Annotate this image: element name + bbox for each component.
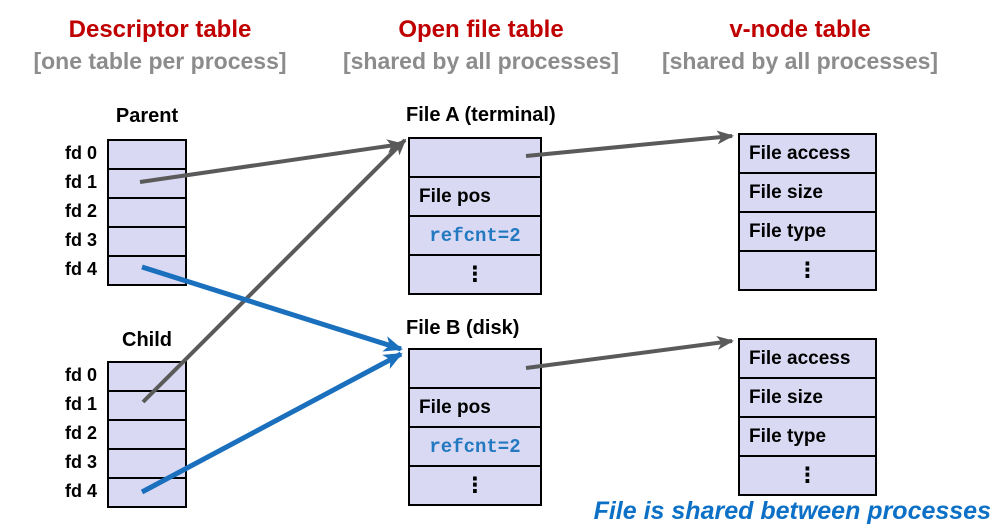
child-fd0-label: fd 0 [64,365,97,385]
parent-fd-labels: fd 0 fd 1 fd 2 fd 3 fd 4 [45,139,97,284]
parent-label: Parent [115,105,179,127]
file-a-label: File A (terminal) [406,104,556,126]
child-label: Child [122,329,172,351]
child-fd2-label: fd 2 [64,423,97,443]
parent-fd2-cell [109,197,185,226]
file-a-filepos-text: File pos [419,185,491,207]
child-fd4-label: fd 4 [64,481,97,501]
vnode-table-title: v-node table [729,16,871,43]
parent-fd3-cell [109,226,185,255]
vnode-b-access-cell: File access [740,340,875,377]
child-fd-labels: fd 0 fd 1 fd 2 fd 3 fd 4 [45,361,97,506]
vnode-a-type-cell: File type [740,211,875,250]
descriptor-table-subtitle: [one table per process] [33,48,287,74]
vnode-b-size-text: File size [749,386,823,408]
child-descriptor-table [107,361,187,508]
vnode-table-subtitle: [shared by all processes] [661,48,939,74]
file-b-refcnt-text: refcnt=2 [429,435,521,458]
vnode-a-ellipsis: ⋮ [797,259,818,282]
child-fd1-cell [109,390,185,419]
file-a-pointer-cell [410,139,540,176]
file-a-refcnt-cell: refcnt=2 [410,215,540,254]
file-b-pointer-cell [410,350,540,387]
vnode-b-size-cell: File size [740,377,875,416]
parent-fd2-label: fd 2 [64,201,97,221]
file-a-filepos-cell: File pos [410,176,540,215]
open-file-table-header: Open file table [shared by all processes… [331,14,631,76]
child-fd3-label: fd 3 [64,452,97,472]
parent-fd3-label: fd 3 [64,230,97,250]
parent-fd4-cell [109,255,185,284]
child-fd0-cell [109,363,185,390]
file-b-filepos-cell: File pos [410,387,540,426]
vnode-a-ellipsis-cell: ⋮ [740,250,875,289]
vnode-b-ellipsis: ⋮ [797,464,818,487]
vnode-a-access-cell: File access [740,135,875,172]
file-b-label: File B (disk) [406,317,520,339]
parent-fd0-cell [109,141,185,168]
file-a-refcnt-text: refcnt=2 [429,224,521,247]
vnode-a-table: File access File size File type ⋮ [738,133,877,291]
child-fd2-cell [109,419,185,448]
child-fd4-cell [109,477,185,506]
descriptor-table-title: Descriptor table [68,16,252,43]
file-a-ellipsis: ⋮ [464,263,486,286]
descriptor-table-header: Descriptor table [one table per process] [5,14,315,76]
vnode-table-header: v-node table [shared by all processes] [650,14,950,76]
file-b-refcnt-cell: refcnt=2 [410,426,540,465]
vnode-b-type-text: File type [749,425,827,447]
vnode-b-table: File access File size File type ⋮ [738,338,877,496]
arrow-file-b-to-vnode-b [525,336,734,370]
file-a-ellipsis-cell: ⋮ [410,254,540,293]
arrow-file-a-to-vnode-a [525,130,734,158]
vnode-a-size-cell: File size [740,172,875,211]
file-a-table: File pos refcnt=2 ⋮ [408,137,542,295]
parent-fd1-label: fd 1 [64,172,97,192]
child-fd1-label: fd 1 [64,394,97,414]
file-b-ellipsis: ⋮ [464,474,486,497]
vnode-b-ellipsis-cell: ⋮ [740,455,875,494]
open-file-table-title: Open file table [398,16,564,43]
file-b-table: File pos refcnt=2 ⋮ [408,348,542,506]
child-fd3-cell [109,448,185,477]
open-file-table-subtitle: [shared by all processes] [342,48,620,74]
parent-fd0-label: fd 0 [64,143,97,163]
vnode-b-type-cell: File type [740,416,875,455]
vnode-a-access-text: File access [749,142,851,164]
file-b-ellipsis-cell: ⋮ [410,465,540,504]
parent-fd4-label: fd 4 [64,259,97,279]
file-b-filepos-text: File pos [419,396,491,418]
caption: File is shared between processes [593,497,991,525]
vnode-b-access-text: File access [749,347,851,369]
parent-descriptor-table [107,139,187,286]
parent-fd1-cell [109,168,185,197]
vnode-a-type-text: File type [749,220,827,242]
vnode-a-size-text: File size [749,181,823,203]
